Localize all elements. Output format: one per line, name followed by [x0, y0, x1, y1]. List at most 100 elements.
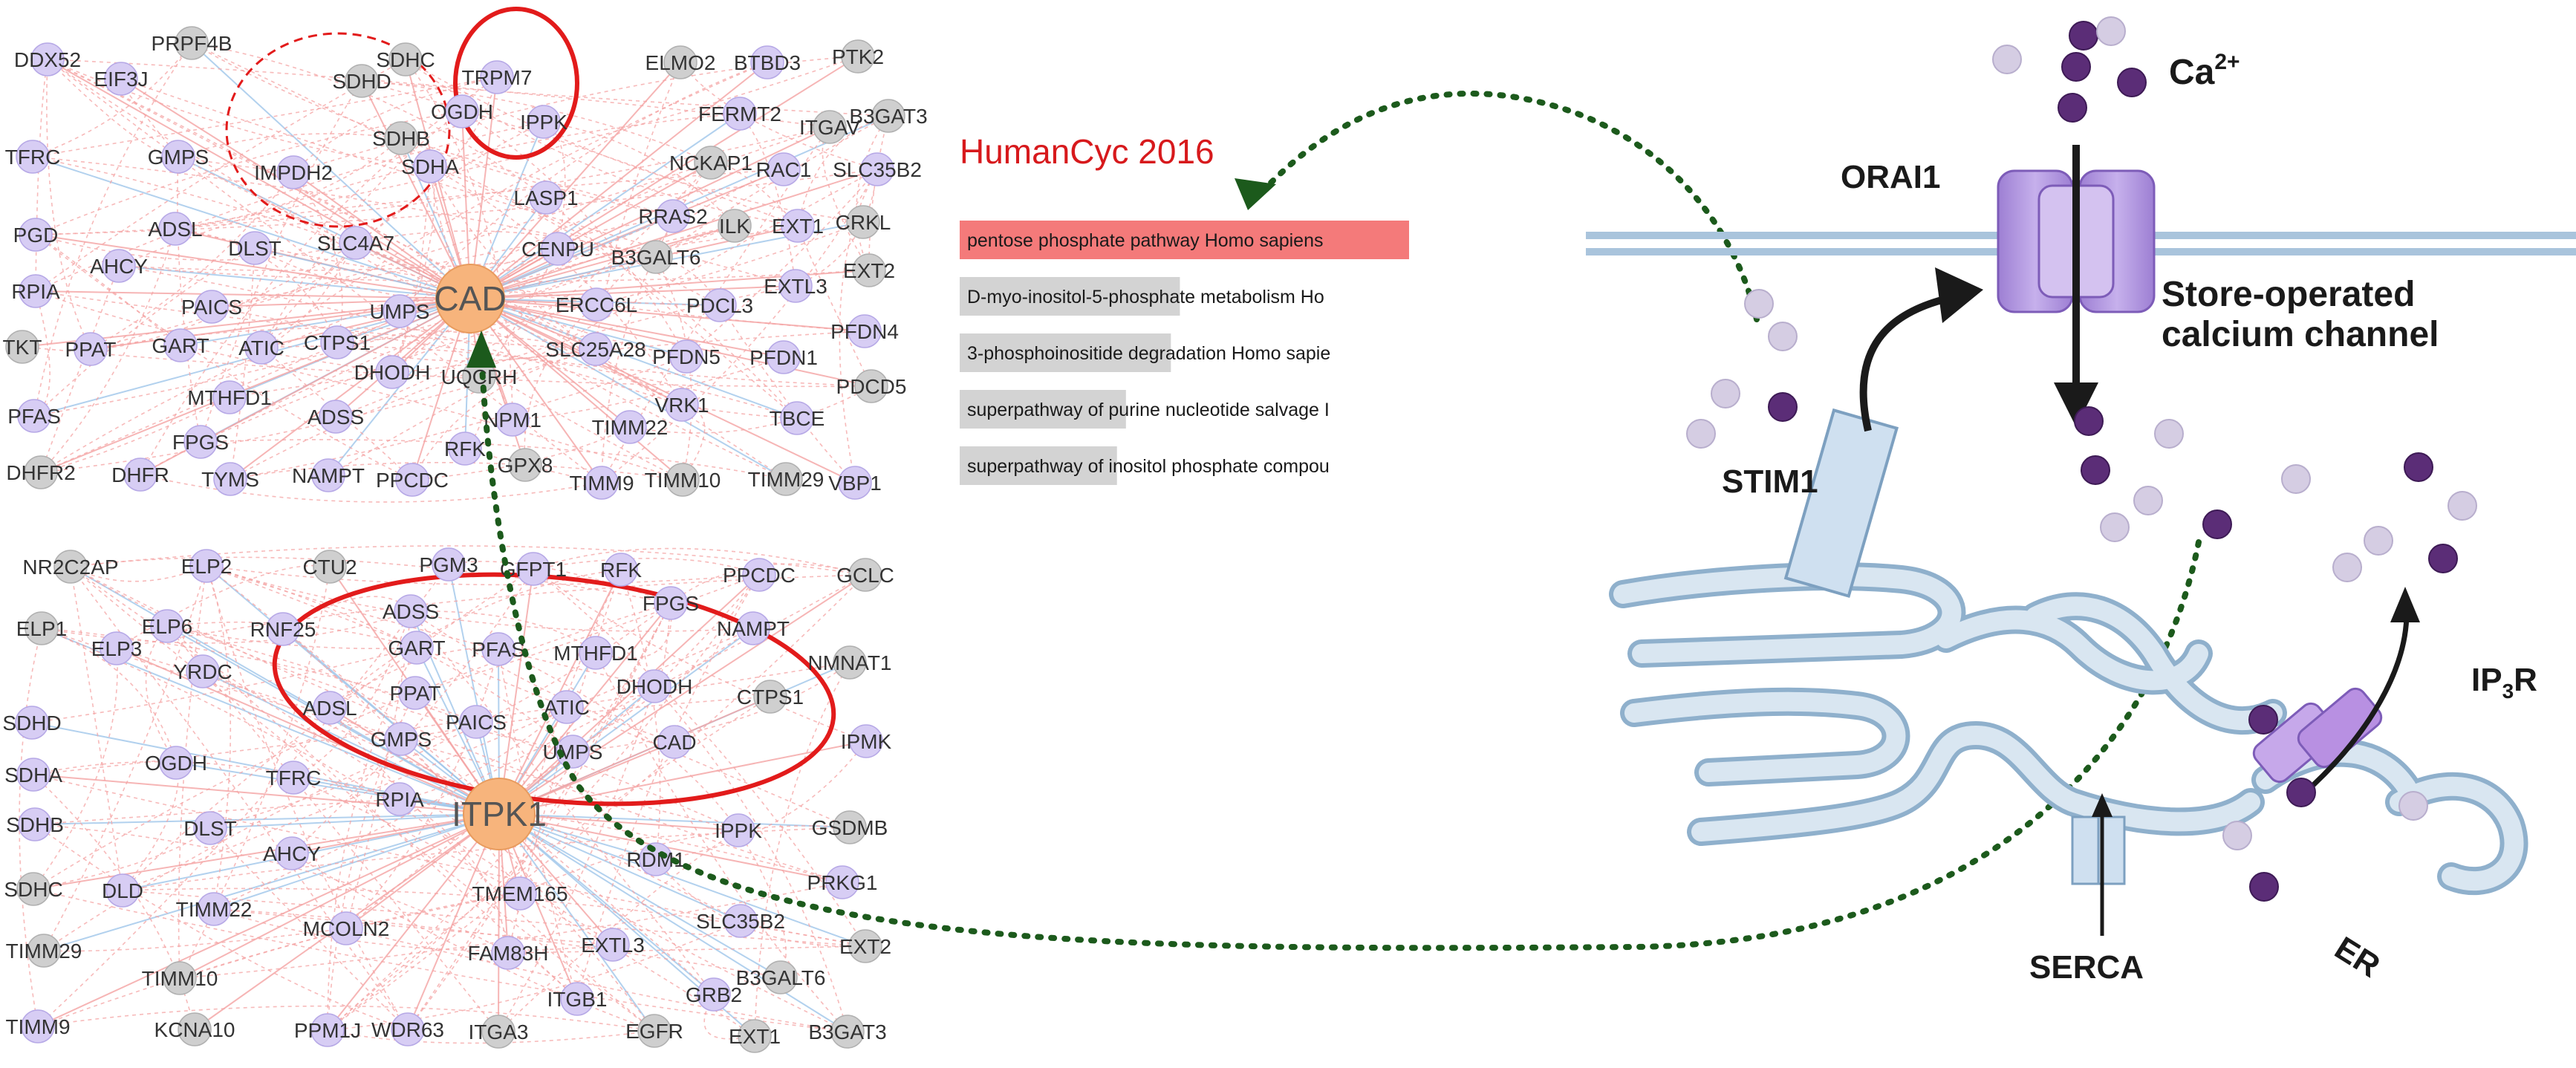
itpk1-network-node[interactable] — [159, 746, 193, 780]
itpk1-network-node[interactable] — [459, 705, 493, 739]
itpk1-network-node[interactable] — [310, 1013, 345, 1047]
cad-network-node[interactable] — [163, 328, 198, 362]
cad-network-node[interactable] — [448, 432, 482, 466]
cad-network-node[interactable] — [395, 463, 429, 497]
itpk1-network-node[interactable] — [849, 724, 883, 758]
itpk1-hub-node[interactable] — [463, 778, 536, 850]
cad-network-node[interactable] — [183, 425, 218, 459]
cad-network-node[interactable] — [579, 287, 614, 322]
itpk1-network-node[interactable] — [276, 761, 310, 795]
cad-network-node[interactable] — [244, 331, 279, 365]
enrichment-bar[interactable] — [960, 390, 1126, 429]
cad-network-node[interactable] — [780, 401, 814, 435]
itpk1-network-node[interactable] — [105, 873, 140, 908]
itpk1-network-node[interactable] — [383, 782, 417, 816]
itpk1-network-node[interactable] — [398, 676, 432, 710]
cad-network-node[interactable] — [838, 466, 872, 500]
itpk1-network-node[interactable] — [384, 722, 418, 756]
cad-network-node[interactable] — [781, 209, 815, 243]
itpk1-network-node[interactable] — [15, 706, 49, 740]
cad-network-node[interactable] — [123, 458, 157, 492]
cad-network-node[interactable] — [339, 226, 373, 260]
itpk1-network-node[interactable] — [16, 872, 51, 906]
cad-network-node[interactable] — [723, 97, 757, 131]
itpk1-network-node[interactable] — [391, 1012, 425, 1046]
cad-network-node[interactable] — [585, 466, 619, 500]
cad-network-node[interactable] — [24, 455, 58, 489]
cad-network-node[interactable] — [663, 45, 697, 79]
itpk1-network-node[interactable] — [178, 1012, 212, 1046]
cad-network-node[interactable] — [813, 110, 847, 144]
cad-network-node[interactable] — [104, 62, 138, 96]
cad-network-node[interactable] — [767, 340, 801, 374]
cad-network-node[interactable] — [213, 462, 247, 496]
cad-network-node[interactable] — [860, 152, 894, 186]
itpk1-network-node[interactable] — [432, 547, 466, 582]
cad-network-node[interactable] — [320, 325, 354, 359]
cad-network-node[interactable] — [30, 42, 65, 76]
itpk1-network-node[interactable] — [560, 982, 594, 1016]
itpk1-network-node[interactable] — [329, 911, 363, 945]
itpk1-network-node[interactable] — [697, 977, 731, 1012]
cad-network-node[interactable] — [445, 94, 479, 128]
itpk1-network-node[interactable] — [266, 612, 300, 646]
cad-network-node[interactable] — [212, 380, 247, 414]
itpk1-network-node[interactable] — [637, 1014, 671, 1048]
serca-pump[interactable] — [2071, 815, 2126, 885]
cad-network-node[interactable] — [639, 240, 673, 274]
cad-network-node[interactable] — [19, 274, 53, 308]
itpk1-network-node[interactable] — [481, 632, 515, 666]
enrichment-bar[interactable] — [960, 277, 1180, 316]
cad-network-node[interactable] — [669, 339, 703, 374]
cad-network-node[interactable] — [158, 212, 192, 246]
cad-network-node[interactable] — [319, 400, 353, 434]
cad-network-node[interactable] — [508, 448, 542, 482]
cad-network-node[interactable] — [388, 42, 423, 76]
itpk1-network-node[interactable] — [830, 1015, 865, 1049]
itpk1-network-node[interactable] — [394, 594, 428, 628]
itpk1-network-node[interactable] — [18, 807, 52, 841]
itpk1-network-node[interactable] — [736, 611, 770, 645]
cad-hub-node[interactable] — [435, 264, 505, 333]
cad-network-node[interactable] — [750, 45, 784, 79]
itpk1-network-node[interactable] — [16, 758, 51, 792]
cad-network-node[interactable] — [848, 314, 882, 348]
cad-network-node[interactable] — [846, 205, 880, 239]
enrichment-bar[interactable] — [960, 221, 1409, 259]
itpk1-network-node[interactable] — [833, 645, 867, 680]
cad-network-node[interactable] — [74, 332, 108, 366]
itpk1-network-node[interactable] — [654, 586, 688, 620]
itpk1-network-node[interactable] — [721, 813, 755, 847]
cad-network-node[interactable] — [665, 388, 699, 422]
cad-network-node[interactable] — [778, 269, 813, 303]
cad-network-node[interactable] — [495, 403, 530, 437]
cad-network-node[interactable] — [19, 218, 53, 252]
cad-network-node[interactable] — [694, 146, 728, 180]
cad-network-node[interactable] — [413, 149, 447, 183]
itpk1-network-node[interactable] — [313, 691, 347, 725]
cad-network-node[interactable] — [384, 121, 418, 155]
enrichment-bar[interactable] — [960, 446, 1117, 485]
itpk1-network-node[interactable] — [503, 876, 537, 911]
cad-network-node[interactable] — [666, 463, 700, 497]
itpk1-network-node[interactable] — [491, 936, 525, 970]
itpk1-network-node[interactable] — [193, 811, 227, 845]
cad-network-node[interactable] — [852, 253, 886, 287]
itpk1-network-node[interactable] — [579, 636, 613, 670]
cad-network-node[interactable] — [480, 60, 514, 94]
itpk1-network-node[interactable] — [53, 550, 88, 584]
cad-network-node[interactable] — [276, 155, 310, 189]
cad-network-node[interactable] — [656, 199, 690, 233]
cad-network-node[interactable] — [5, 330, 39, 364]
itpk1-network-node[interactable] — [764, 960, 798, 994]
itpk1-network-node[interactable] — [848, 558, 882, 592]
itpk1-network-node[interactable] — [313, 550, 347, 584]
itpk1-network-node[interactable] — [481, 1015, 515, 1049]
itpk1-network-node[interactable] — [400, 631, 434, 665]
itpk1-network-node[interactable] — [848, 929, 882, 963]
cad-network-node[interactable] — [871, 99, 905, 133]
itpk1-network-node[interactable] — [100, 631, 134, 665]
itpk1-network-node[interactable] — [27, 934, 61, 968]
itpk1-network-node[interactable] — [742, 558, 776, 592]
cad-network-node[interactable] — [345, 64, 379, 98]
